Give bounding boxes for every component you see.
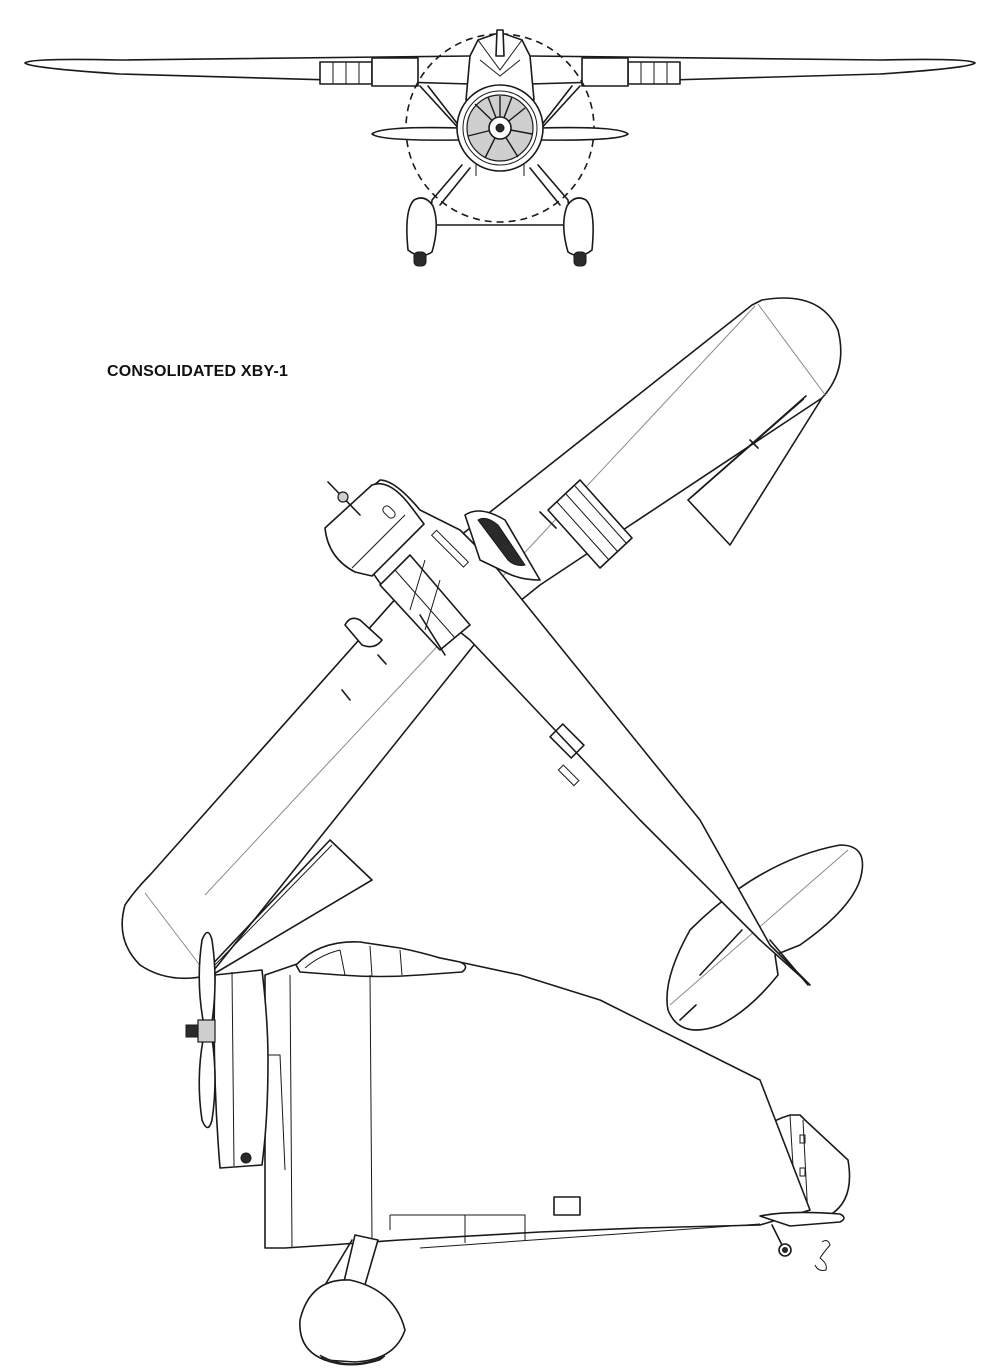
side-tail-wheel (771, 1224, 792, 1257)
plan-wing (121, 297, 842, 980)
front-view (24, 29, 976, 267)
side-propeller (185, 931, 216, 1129)
front-wheel-left (413, 251, 427, 267)
front-wheel-right (573, 251, 587, 267)
front-fin (495, 29, 505, 57)
plan-radiator (547, 479, 633, 569)
drawing-title: CONSOLIDATED XBY-1 (107, 363, 289, 380)
side-view (185, 931, 851, 1366)
front-radial-engine (466, 94, 534, 162)
plan-cowling (324, 483, 425, 577)
plan-aileron-right (687, 395, 823, 546)
side-tailplane (759, 1211, 845, 1227)
plan-aileron-left (204, 839, 373, 976)
side-tail-mark (814, 1240, 831, 1271)
front-landing-gear (406, 160, 594, 267)
side-canopy (295, 941, 467, 978)
side-cowling (213, 969, 269, 1169)
plan-wheel-pod (344, 617, 383, 648)
side-landing-gear (299, 1234, 406, 1366)
front-wing-radiator-left (319, 57, 419, 87)
plan-elevator (679, 929, 743, 1021)
front-wing-radiator-right (581, 57, 681, 87)
side-access-panel (553, 1196, 581, 1216)
side-wheel-spat (299, 1279, 406, 1363)
plan-view (121, 297, 864, 1031)
front-wheel-spat-right (562, 197, 594, 257)
plan-canopy (379, 554, 471, 651)
front-wheel-spat-left (406, 197, 438, 257)
